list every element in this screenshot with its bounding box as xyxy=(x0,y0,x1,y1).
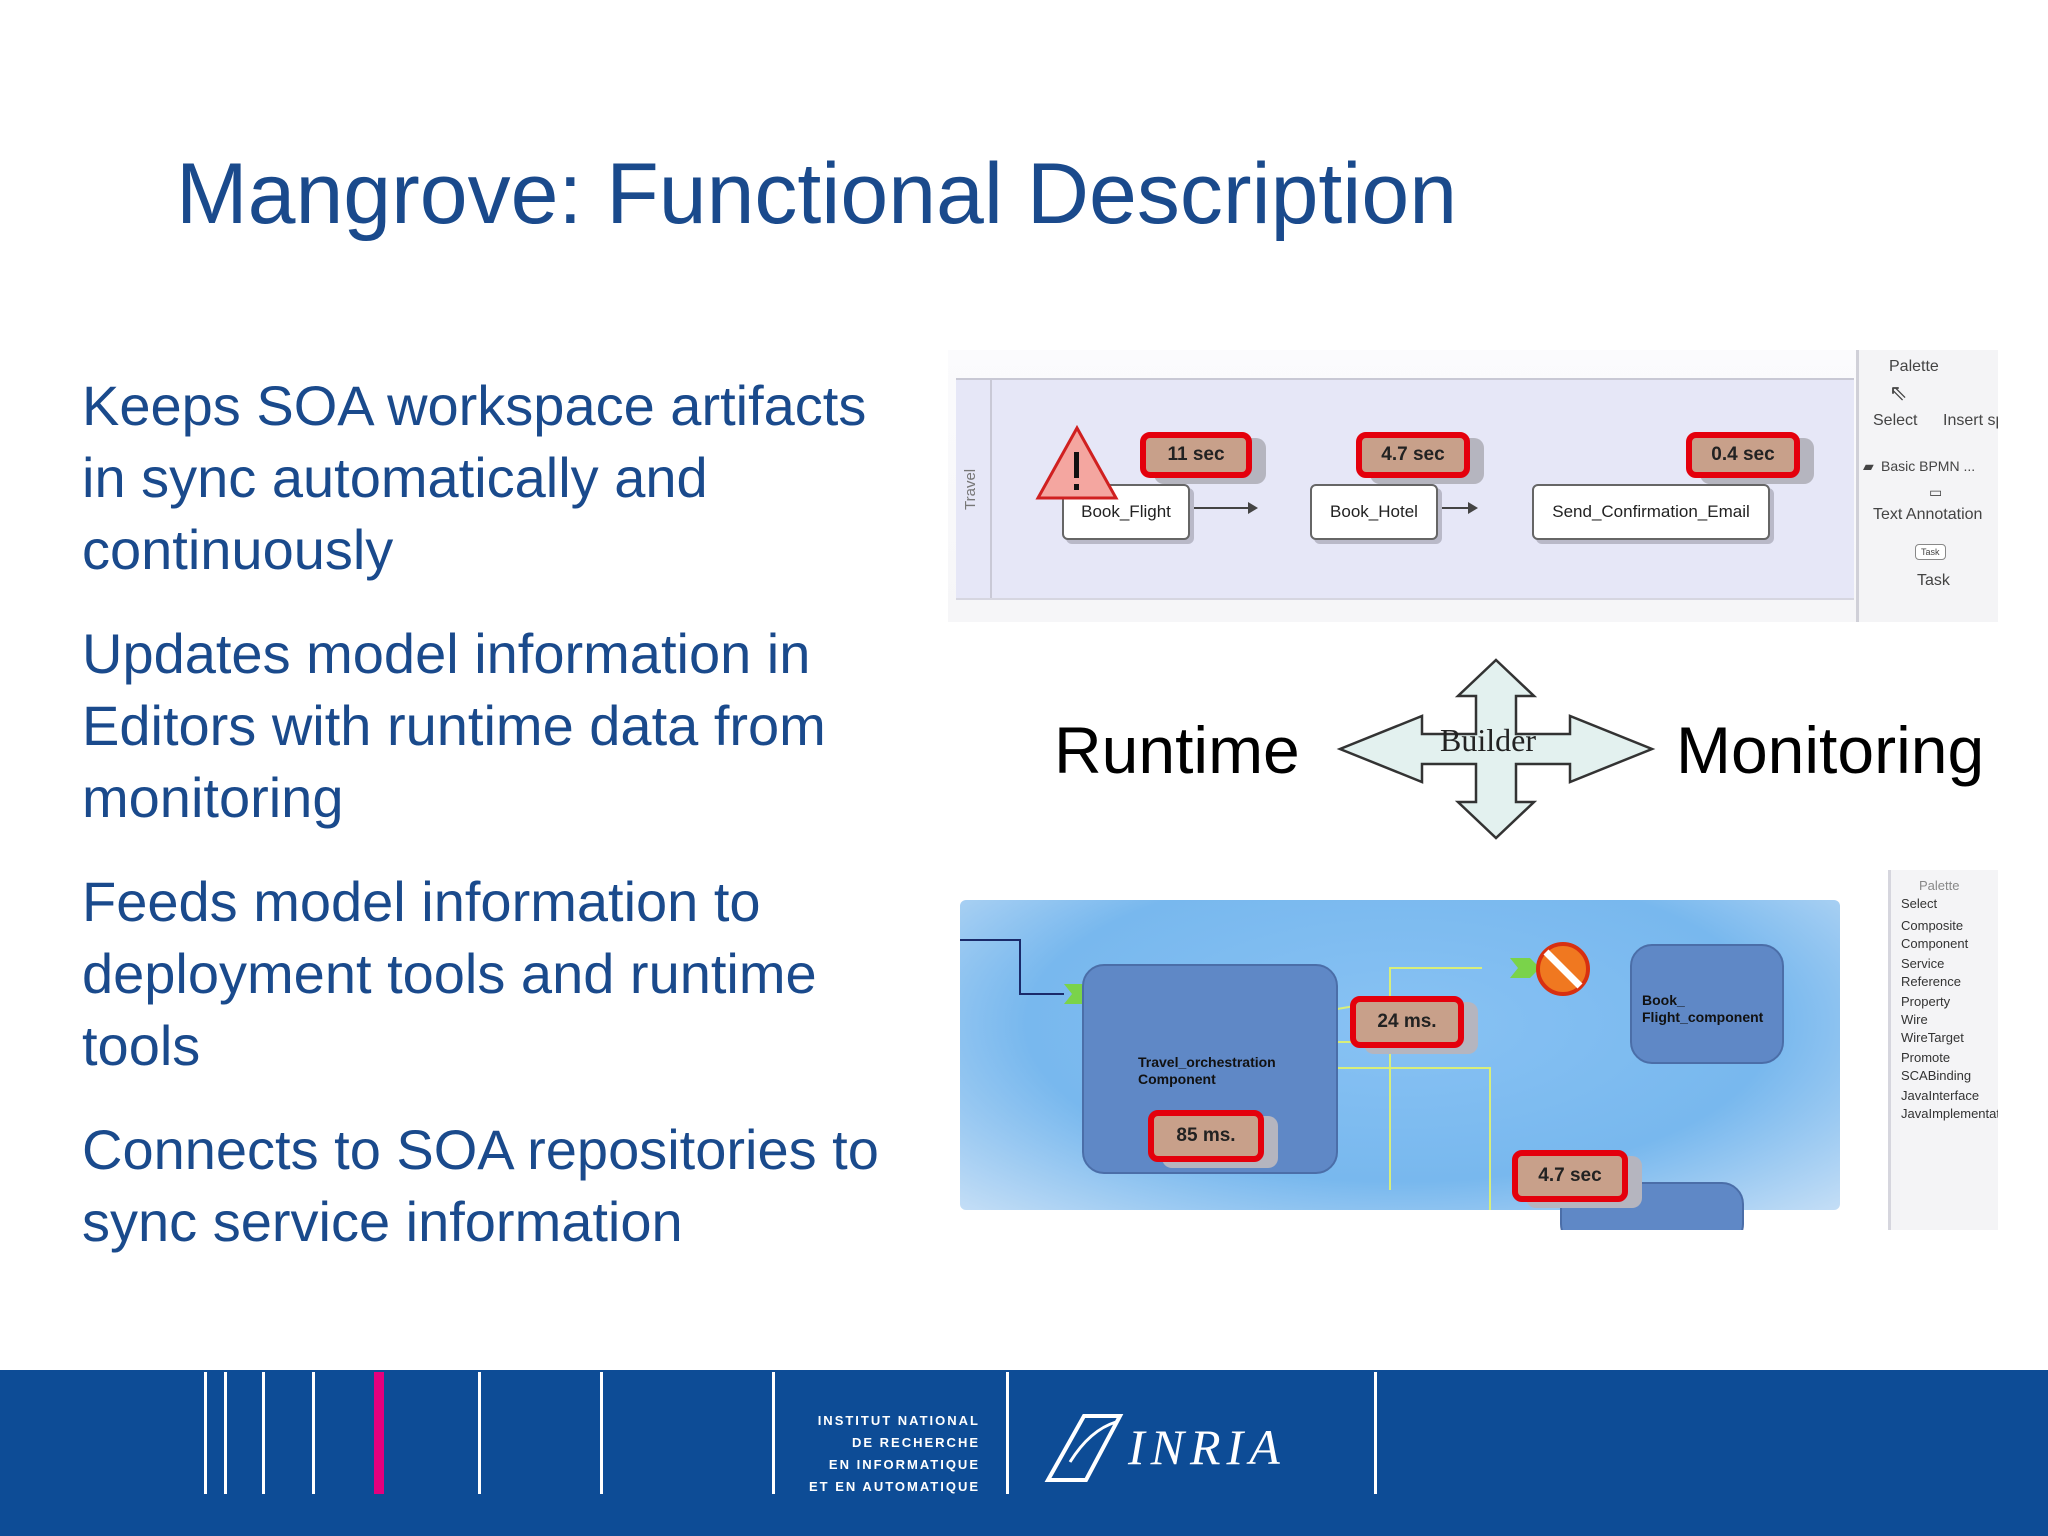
component-label: Travel_orchestration Component xyxy=(1138,1054,1276,1087)
palette-select-tool[interactable]: Select xyxy=(1873,412,1918,429)
timing-badge: 4.7 sec xyxy=(1512,1150,1628,1202)
sca-palette: Palette Select Composite Component Servi… xyxy=(1888,870,1998,1230)
runtime-label: Runtime xyxy=(1054,713,1300,787)
footer-divider xyxy=(1006,1372,1009,1494)
footer-divider xyxy=(262,1372,265,1494)
footer-accent-bar xyxy=(374,1372,384,1494)
timing-badge: 11 sec xyxy=(1140,432,1252,478)
task-icon: Task xyxy=(1915,544,1946,560)
institute-name: INSTITUT NATIONAL DE RECHERCHE EN INFORM… xyxy=(750,1410,980,1498)
palette-insert-space-tool[interactable]: Insert space xyxy=(1943,412,1998,429)
footer-divider xyxy=(204,1372,207,1494)
palette-item[interactable]: SCABinding xyxy=(1901,1068,1972,1083)
palette-title: Palette xyxy=(1919,878,1960,893)
inria-logo-icon xyxy=(1044,1414,1124,1482)
lane-divider xyxy=(990,380,992,598)
institute-line: EN INFORMATIQUE xyxy=(828,1457,980,1472)
institute-line: ET EN AUTOMATIQUE xyxy=(809,1479,980,1494)
builder-arrow-icon xyxy=(1336,658,1656,840)
palette-drawer-basic-bpmn[interactable]: Basic BPMN ... xyxy=(1881,458,1976,474)
bpmn-palette: Palette ⇖ Select Insert space ▰ Basic BP… xyxy=(1856,350,1998,622)
palette-item[interactable]: Select xyxy=(1901,896,1938,911)
component-label: Book_ Flight_component xyxy=(1642,992,1764,1025)
palette-item[interactable]: WireTarget xyxy=(1901,1030,1964,1045)
palette-item[interactable]: JavaImplementation xyxy=(1901,1106,1998,1121)
palette-item[interactable]: JavaInterface xyxy=(1901,1088,1980,1103)
bpmn-editor-screenshot: Travel Book_Flight Book_Hotel Send_Confi… xyxy=(948,350,1998,622)
institute-line: DE RECHERCHE xyxy=(851,1435,980,1450)
sca-editor-screenshot: Travel_orchestration Component Book_ Fli… xyxy=(948,870,1998,1230)
palette-text-annotation[interactable]: Text Annotation xyxy=(1873,506,1983,523)
bullet-item: Connects to SOA repositories to sync ser… xyxy=(82,1118,879,1253)
slide-title: Mangrove: Functional Description xyxy=(176,146,1458,242)
footer-divider xyxy=(224,1372,227,1494)
palette-item[interactable]: Service xyxy=(1901,956,1945,971)
bullet-item: Keeps SOA workspace artifacts in sync au… xyxy=(82,374,867,581)
bullet-item: Updates model information in Editors wit… xyxy=(82,622,826,829)
palette-item[interactable]: Wire xyxy=(1901,1012,1928,1027)
footer-bar: INSTITUT NATIONAL DE RECHERCHE EN INFORM… xyxy=(0,1370,2048,1536)
builder-label: Builder xyxy=(1440,722,1536,758)
warning-icon xyxy=(1035,424,1119,500)
institute-line: INSTITUT NATIONAL xyxy=(817,1413,980,1428)
folder-icon: ▰ xyxy=(1863,458,1874,474)
bpmn-canvas: Travel Book_Flight Book_Hotel Send_Confi… xyxy=(956,378,1854,600)
blocked-icon xyxy=(1536,942,1590,996)
task-send-confirmation-email[interactable]: Send_Confirmation_Email xyxy=(1532,484,1770,540)
sca-canvas: Travel_orchestration Component Book_ Fli… xyxy=(960,900,1840,1230)
bullet-item: Feeds model information to deployment to… xyxy=(82,870,817,1077)
task-book-hotel[interactable]: Book_Hotel xyxy=(1310,484,1438,540)
palette-item[interactable]: Promote xyxy=(1901,1050,1951,1065)
timing-badge: 24 ms. xyxy=(1350,996,1464,1048)
palette-item[interactable]: Composite xyxy=(1901,918,1964,933)
book-flight-component[interactable]: Book_ Flight_component xyxy=(1630,944,1784,1064)
palette-item[interactable]: Component xyxy=(1901,936,1969,951)
text-annotation-icon: ▭ xyxy=(1929,484,1943,500)
monitoring-label: Monitoring xyxy=(1676,713,1985,787)
palette-task[interactable]: Task xyxy=(1917,572,1950,589)
timing-badge: 4.7 sec xyxy=(1356,432,1470,478)
footer-divider xyxy=(478,1372,481,1494)
footer-divider xyxy=(312,1372,315,1494)
footer-divider xyxy=(772,1372,775,1494)
footer-divider xyxy=(600,1372,603,1494)
brand-name: INRIA xyxy=(1128,1419,1286,1475)
timing-badge: 0.4 sec xyxy=(1686,432,1800,478)
footer-divider xyxy=(1374,1372,1377,1494)
palette-item[interactable]: Property xyxy=(1901,994,1951,1009)
palette-title: Palette xyxy=(1889,358,1939,375)
palette-item[interactable]: Reference xyxy=(1901,974,1961,989)
timing-badge: 85 ms. xyxy=(1148,1110,1264,1162)
bullet-list: Keeps SOA workspace artifacts in sync au… xyxy=(82,370,902,1290)
cursor-icon: ⇖ xyxy=(1889,380,1908,405)
